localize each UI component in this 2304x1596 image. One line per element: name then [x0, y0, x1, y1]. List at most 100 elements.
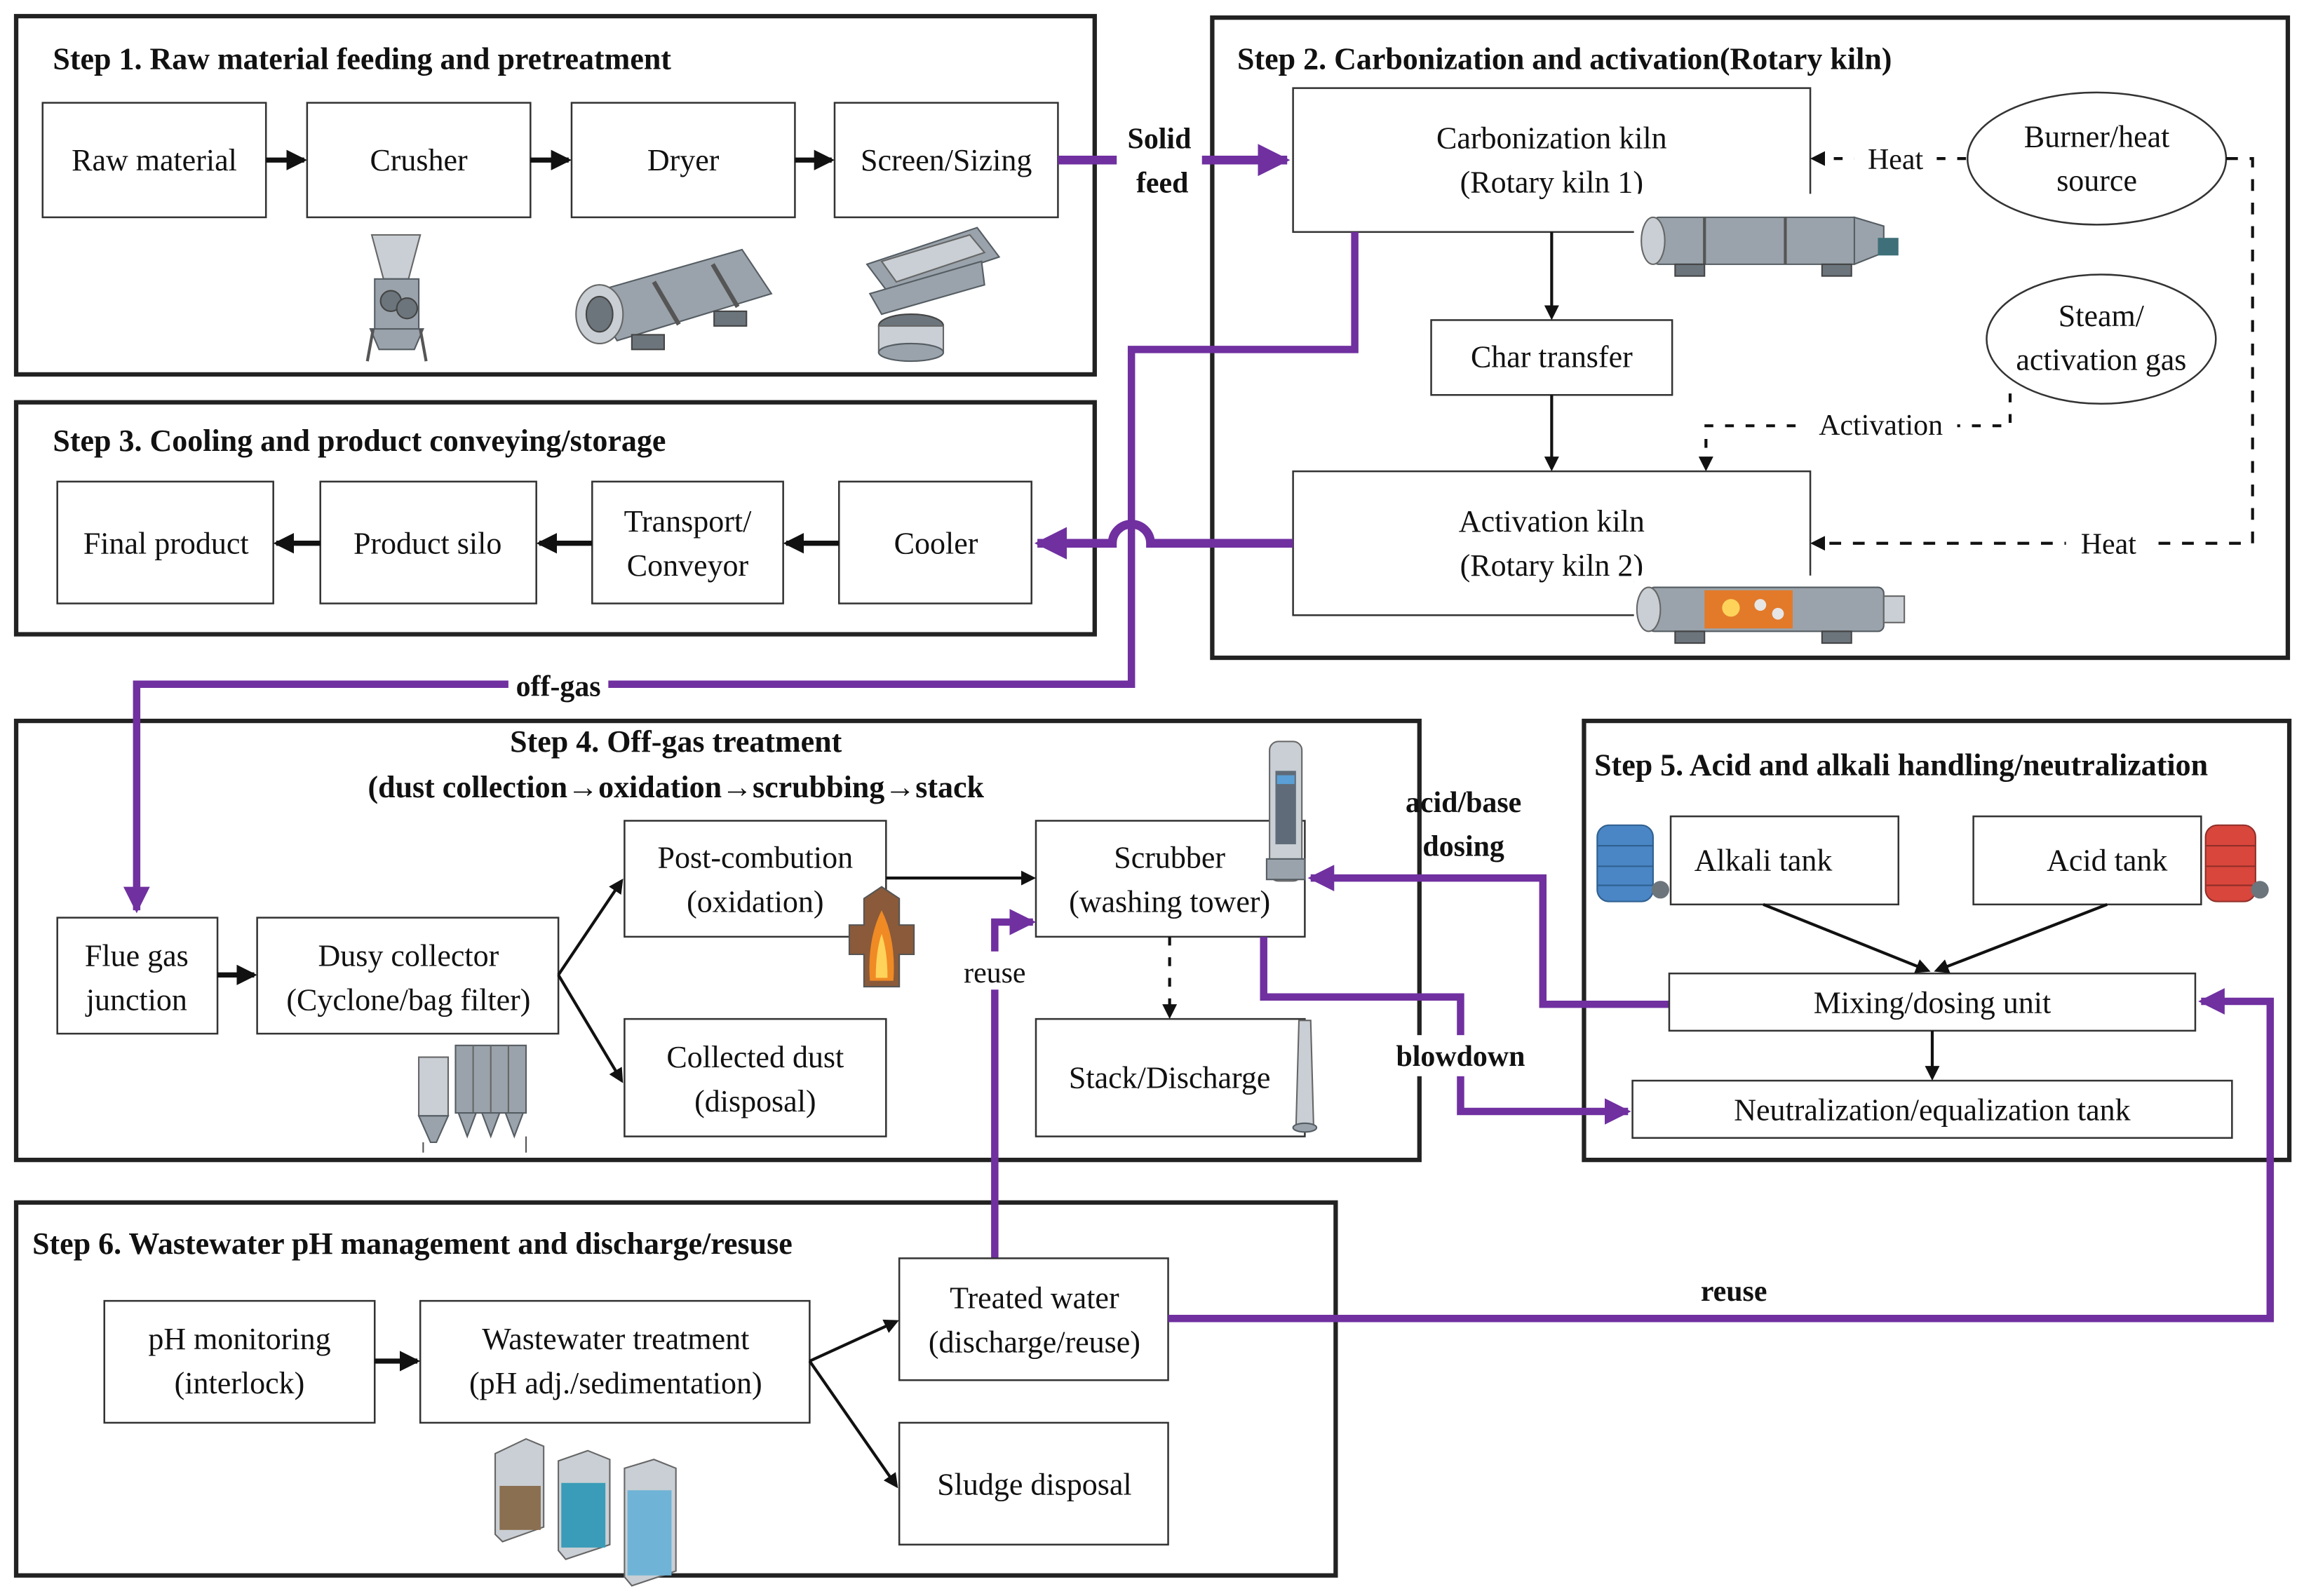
arrow-collector-to-collected-dust [557, 974, 624, 1083]
step6-frame [13, 1200, 1338, 1578]
activation-label: Activation [1819, 410, 1943, 442]
node-treated-water-label-2: (discharge/reuse) [929, 1325, 1140, 1359]
node-dryer[interactable] [570, 102, 796, 219]
step4-frame [13, 718, 1422, 1163]
flow-heat-to-kiln2 [1810, 157, 2254, 551]
step1-title: Step 1. Raw material feeding and pretrea… [53, 41, 671, 76]
node-sludge-label: Sludge disposal [937, 1468, 1131, 1502]
node-flue-gas-label-2: junction [85, 983, 187, 1017]
step5-title: Step 5. Acid and alkali handling/neutral… [1594, 748, 2208, 783]
node-final-product[interactable] [56, 480, 274, 604]
cyclone-bag-filter-icon [417, 1044, 527, 1153]
node-sludge-disposal[interactable] [898, 1421, 1169, 1546]
flow-blowdown [1260, 936, 1631, 1125]
node-wastewater-treatment[interactable] [419, 1299, 811, 1424]
flow-kiln2-to-cooler [1034, 520, 1293, 560]
node-crusher-label: Crusher [370, 143, 468, 177]
heat-label-bottom: Heat [2081, 528, 2136, 560]
node-alkali-tank-label: Alkali tank [1695, 844, 1833, 878]
node-mixing-label: Mixing/dosing unit [1814, 986, 2051, 1020]
flow-acid-base-dosing [1307, 865, 1669, 1008]
node-post-combustion-label-2: (oxidation) [687, 884, 823, 919]
node-burner-label-1: Burner/heat [2024, 119, 2170, 154]
node-scrubber-label-1: Scrubber [1114, 840, 1225, 874]
node-crusher[interactable] [306, 102, 532, 219]
flow-activation [1698, 393, 2012, 472]
step2-frame [1210, 15, 2291, 661]
node-steam-label-1: Steam/ [2059, 299, 2145, 333]
node-burner-heat-source[interactable] [1966, 91, 2228, 226]
node-acid-tank-label: Acid tank [2047, 844, 2167, 878]
node-dust-collector-label-1: Dusy collector [318, 939, 499, 973]
node-ph-monitoring-label-1: pH monitoring [148, 1322, 330, 1356]
node-flue-gas-junction[interactable] [56, 917, 219, 1035]
step1-frame [13, 13, 1097, 377]
node-dryer-label: Dryer [647, 143, 720, 177]
node-char-transfer[interactable] [1430, 319, 1673, 396]
arrow-wastewater-to-treated [809, 1319, 899, 1362]
node-transport-conveyor[interactable] [591, 480, 784, 604]
node-activation-kiln-label-2: (Rotary kiln 2) [1460, 548, 1643, 583]
node-stack-discharge[interactable] [1035, 1017, 1306, 1137]
step2-title: Step 2. Carbonization and activation(Rot… [1237, 41, 1892, 76]
node-cooler[interactable] [838, 480, 1032, 604]
reuse-label-mixing: reuse [1701, 1276, 1767, 1308]
node-activation-kiln-label-1: Activation kiln [1459, 504, 1645, 539]
node-collected-dust-label-1: Collected dust [666, 1040, 844, 1074]
washing-tower-icon [1265, 740, 1306, 882]
vibrating-screen-icon [865, 226, 1001, 363]
node-transport-label-2: Conveyor [627, 548, 749, 583]
node-dust-collector-label-2: (Cyclone/bag filter) [286, 983, 530, 1017]
node-scrubber[interactable] [1035, 820, 1306, 938]
arrow-wastewater-to-sludge [808, 1360, 898, 1489]
step4-title: Step 4. Off-gas treatment [510, 724, 842, 759]
blowdown-label: blowdown [1396, 1041, 1525, 1073]
node-flue-gas-label-1: Flue gas [85, 939, 189, 973]
node-collected-dust-label-2: (disposal) [694, 1084, 816, 1118]
solid-feed-label-bg [1117, 120, 1202, 197]
node-scrubber-label-2: (washing tower) [1069, 884, 1270, 919]
node-neutralization-label: Neutralization/equalization tank [1734, 1093, 2130, 1128]
step3-title: Step 3. Cooling and product conveying/st… [53, 424, 666, 458]
reuse-label-scrubber: reuse [964, 957, 1025, 989]
alkali-tank-icon [1596, 824, 1669, 902]
arrow-collector-to-postcombustion [557, 878, 624, 976]
node-post-combustion-label-1: Post-combution [658, 840, 854, 874]
node-treated-water[interactable] [898, 1257, 1169, 1381]
node-carbonization-kiln-label-1: Carbonization kiln [1436, 121, 1667, 155]
furnace-flame-icon [848, 886, 915, 988]
node-final-product-label: Final product [83, 526, 249, 560]
node-mixing-dosing-unit[interactable] [1668, 972, 2197, 1032]
node-treated-water-label-1: Treated water [950, 1281, 1119, 1316]
heat-label-top: Heat [1868, 144, 1923, 176]
solid-feed-label-2: feed [1136, 167, 1188, 199]
node-ph-monitoring[interactable] [103, 1299, 376, 1424]
node-acid-tank[interactable] [1972, 815, 2202, 906]
node-raw-material-label: Raw material [72, 143, 237, 177]
node-screen-sizing-label: Screen/Sizing [861, 143, 1032, 177]
node-collected-dust[interactable] [624, 1017, 887, 1137]
step4-subtitle: (dust collection→oxidation→scrubbing→sta… [368, 770, 984, 804]
node-ph-monitoring-label-2: (interlock) [175, 1366, 305, 1400]
node-raw-material[interactable] [41, 102, 267, 219]
acid-tank-icon [2204, 824, 2269, 902]
rotary-kiln-2-icon [1633, 575, 1913, 652]
node-steam-activation-gas[interactable] [1986, 273, 2217, 405]
rotary-dryer-icon [575, 248, 773, 351]
node-neutralization-tank[interactable] [1631, 1079, 2233, 1139]
node-steam-label-2: activation gas [2016, 343, 2186, 377]
node-stack-label: Stack/Discharge [1069, 1061, 1270, 1095]
node-post-combustion[interactable] [624, 820, 887, 938]
acid-base-dosing-label-1: acid/base [1406, 787, 1521, 819]
off-gas-label: off-gas [516, 670, 601, 703]
node-dust-collector[interactable] [256, 917, 560, 1035]
node-alkali-tank[interactable] [1669, 815, 1900, 906]
crusher-icon [365, 234, 428, 362]
arrow-alkali-to-mixing [1763, 902, 1931, 973]
node-cooler-label: Cooler [894, 526, 978, 560]
flow-reuse-to-scrubber [991, 909, 1036, 1259]
solid-feed-label-1: Solid [1128, 123, 1192, 155]
stack-chimney-icon [1292, 1020, 1318, 1133]
sedimentation-tank-icon [494, 1438, 677, 1587]
